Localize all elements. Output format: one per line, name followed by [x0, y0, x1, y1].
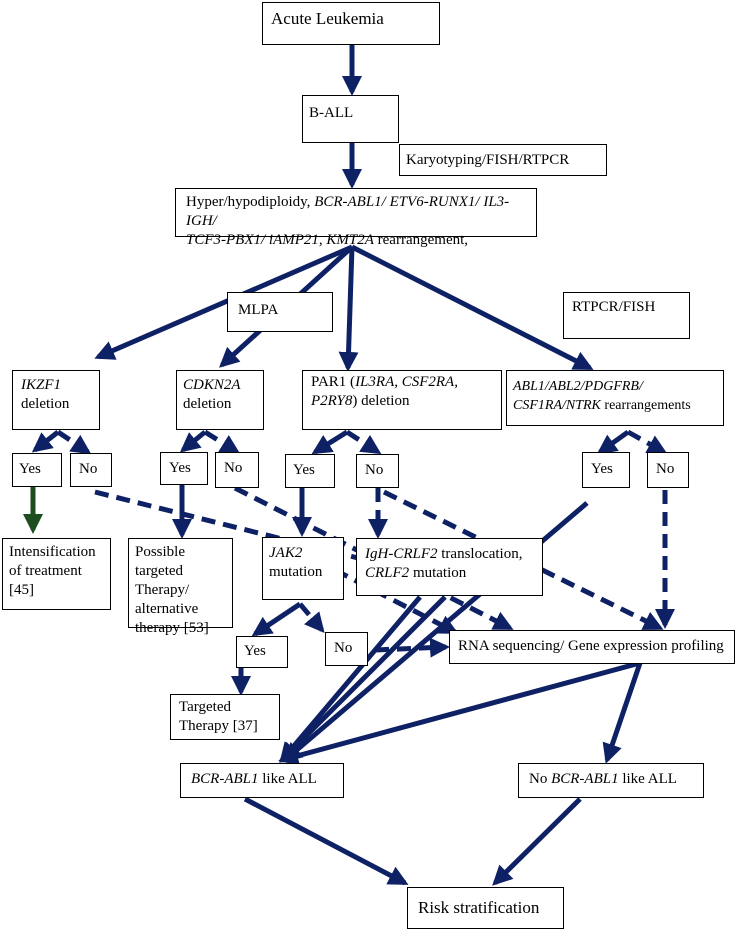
arrow-bcrlike-to-risk: [243, 796, 409, 886]
no-par1: No: [356, 454, 399, 488]
no-abl: No: [647, 452, 689, 488]
yes-abl: Yes: [582, 452, 630, 488]
node-no-bcr-abl1-like-all: No BCR-ABL1 like ALL: [518, 763, 704, 798]
yes-jak2: Yes: [236, 636, 288, 668]
arrow-abl-yes: [596, 429, 630, 455]
arrow-jak2-no: [298, 602, 325, 634]
yes-ikzf1: Yes: [12, 453, 62, 487]
no-cdkn2a: No: [215, 452, 259, 488]
node-risk-stratification: Risk stratification: [407, 887, 564, 929]
node-intensification: Intensification of treatment [45]: [2, 538, 111, 610]
node-mlpa: MLPA: [227, 292, 333, 332]
node-rna-sequencing: RNA sequencing/ Gene expression profilin…: [449, 630, 735, 664]
node-b-all: B-ALL: [302, 95, 399, 143]
node-abl-rearrangements: ABL1/ABL2/PDGFRB/ CSF1RA/NTRK rearrangem…: [506, 370, 724, 426]
node-hyper-hypodiploidy: Hyper/hypodiploidy, BCR-ABL1/ ETV6-RUNX1…: [175, 188, 537, 248]
node-rtpcr-fish: RTPCR/FISH: [563, 292, 690, 339]
node-possible-targeted-therapy: Possible targeted Therapy/ alternative t…: [128, 538, 233, 636]
node-targeted-therapy: Targeted Therapy [37]: [170, 694, 280, 740]
no-ikzf1: No: [70, 453, 112, 487]
arrow-jak2-to-rna: [333, 567, 459, 635]
no-jak2: No: [325, 632, 368, 666]
arrow-ikzf1-yes: [31, 430, 60, 453]
yes-par1: Yes: [285, 454, 335, 488]
arrow-cdkn2a-yes: [179, 430, 207, 453]
node-bcr-abl1-like-all: BCR-ABL1 like ALL: [180, 763, 344, 798]
arrow-hyper-to-ikzf1: [94, 244, 353, 360]
arrow-igh-to-bcrlike-2: [279, 595, 447, 763]
arrow-nobcr-to-risk: [492, 797, 582, 886]
arrow-cdkn2a-no: [203, 429, 241, 455]
arrow-no3-to-rna: [382, 489, 664, 631]
arrow-jak2-yes: [251, 601, 302, 637]
arrow-rna-to-bcrlike: [278, 660, 641, 766]
arrow-no5-to-rna: [374, 637, 450, 658]
arrow-rna-to-nobcr: [602, 662, 643, 764]
node-igh-crlf2: IgH-CRLF2 translocation, CRLF2 mutation: [356, 538, 543, 596]
arrow-hyper-to-abl: [350, 244, 594, 371]
arrow-igh-to-bcrlike-1: [279, 595, 422, 764]
node-par1-deletion: PAR1 (IL3RA, CSF2RA, P2RY8) deletion: [302, 370, 502, 430]
node-karyotyping: Karyotyping/FISH/RTPCR: [399, 144, 607, 176]
arrow-abl-no: [626, 429, 668, 455]
arrow-par1-yes: [311, 429, 349, 455]
yes-cdkn2a: Yes: [160, 452, 208, 485]
arrow-par1-no: [345, 429, 382, 455]
arrow-ikzf1-no: [56, 429, 92, 455]
arrow-hyper-to-par1: [338, 246, 359, 372]
node-acute-leukemia: Acute Leukemia: [262, 2, 440, 45]
